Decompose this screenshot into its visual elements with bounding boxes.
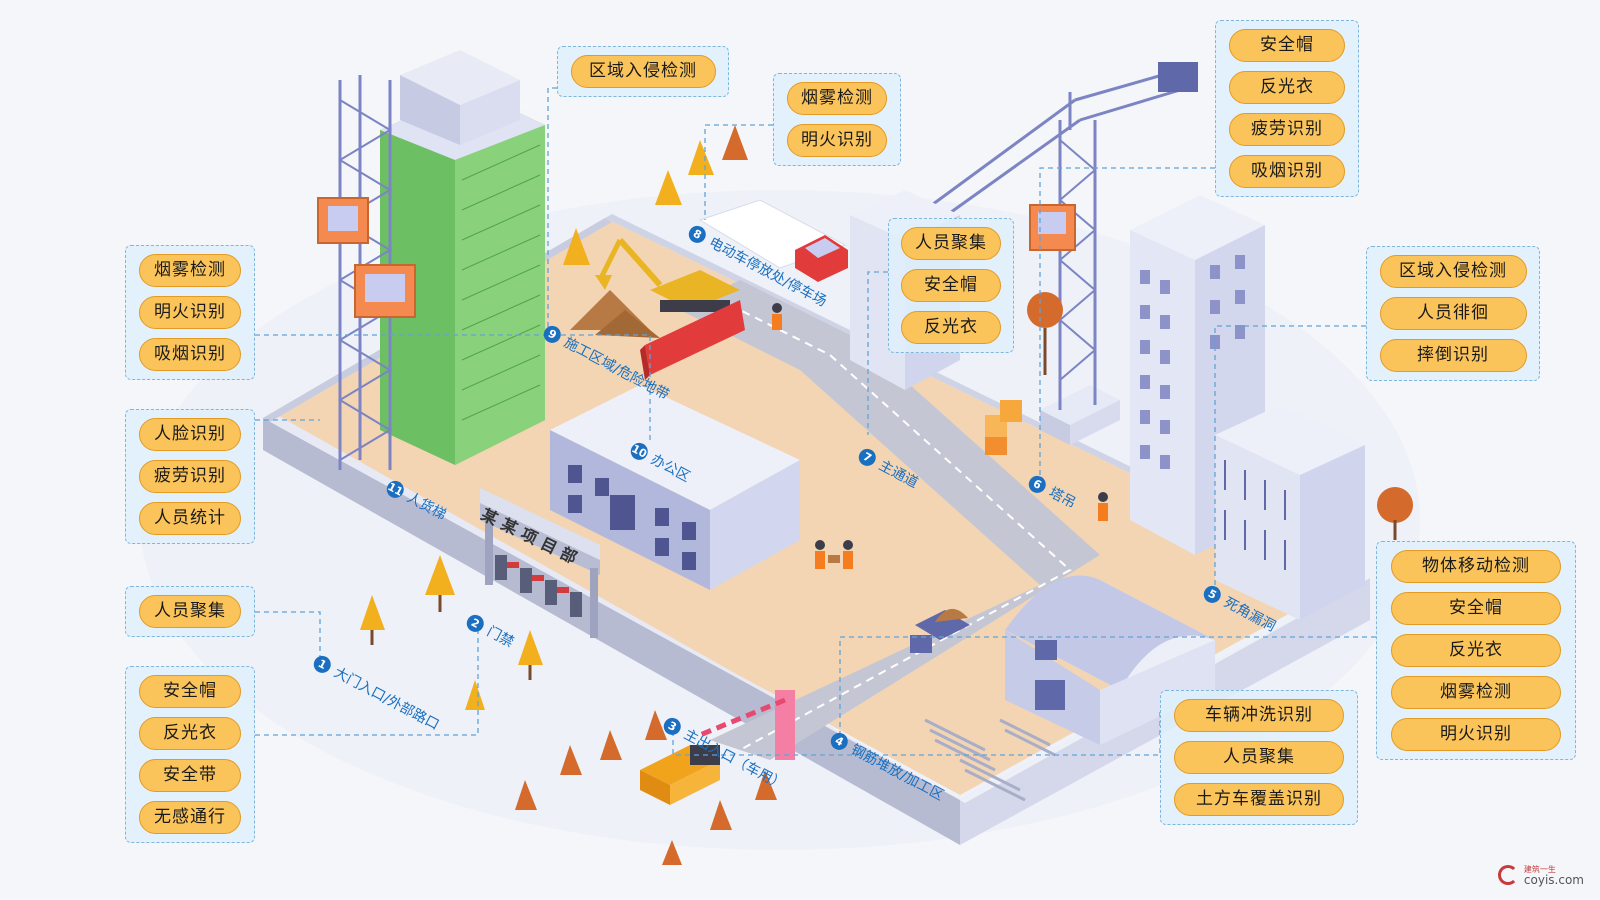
group-left-top: 烟雾检测 明火识别 吸烟识别 (125, 245, 255, 380)
tag-pill: 摔倒识别 (1379, 339, 1527, 372)
watermark-small: 建筑一生 (1523, 865, 1556, 874)
tag-pill: 疲劳识别 (139, 460, 241, 493)
group-bottom-vehicle: 车辆冲洗识别 人员聚集 土方车覆盖识别 (1160, 690, 1358, 825)
tag-pill: 明火识别 (1391, 718, 1561, 751)
coyis-logo-icon (1497, 865, 1518, 885)
tag-pill: 吸烟识别 (139, 338, 241, 371)
watermark: 建筑一生 coyis.com (1497, 864, 1584, 886)
trees (360, 125, 1413, 865)
hoist-cabins (317, 197, 416, 318)
tag-pill: 无感通行 (139, 801, 241, 834)
tag-pill: 物体移动检测 (1391, 550, 1561, 583)
tag-pill: 烟雾检测 (139, 254, 241, 287)
tag-pill: 人员聚集 (1174, 741, 1344, 774)
tag-pill: 人员聚集 (901, 227, 1001, 260)
tag-pill: 安全帽 (901, 269, 1001, 302)
tag-pill: 烟雾检测 (1391, 676, 1561, 709)
tag-pill: 安全帽 (1391, 592, 1561, 625)
tag-pill: 烟雾检测 (787, 82, 887, 115)
tag-pill: 安全帽 (1229, 29, 1345, 62)
tag-pill: 人员聚集 (139, 595, 241, 628)
tag-pill: 区域入侵检测 (570, 55, 716, 88)
group-right-bottom: 物体移动检测 安全帽 反光衣 烟雾检测 明火识别 (1376, 541, 1576, 760)
watermark-site: coyis.com (1523, 873, 1584, 887)
excavator (595, 238, 740, 312)
group-top-fire: 烟雾检测 明火识别 (773, 73, 901, 166)
group-left-gather: 人员聚集 (125, 586, 255, 637)
tag-pill: 反光衣 (1391, 634, 1561, 667)
tag-pill: 吸烟识别 (1229, 155, 1345, 188)
gate-barrier (699, 690, 795, 760)
tag-pill: 区域入侵检测 (1379, 255, 1527, 288)
green-building-windows (461, 144, 541, 421)
gate-structure (480, 488, 600, 638)
dirt-piles (570, 290, 660, 338)
group-right-mid: 区域入侵检测 人员徘徊 摔倒识别 (1366, 246, 1540, 381)
office-building (550, 385, 800, 590)
tag-pill: 安全带 (139, 759, 241, 792)
tag-pill: 反光衣 (139, 717, 241, 750)
delivery-truck (640, 745, 720, 805)
tag-pill: 明火识别 (787, 124, 887, 157)
tag-pill: 反光衣 (901, 311, 1001, 344)
tag-pill: 人员徘徊 (1379, 297, 1527, 330)
watermark-text: 建筑一生 coyis.com (1524, 864, 1584, 886)
group-top-intrusion: 区域入侵检测 (557, 46, 729, 97)
tag-pill: 人脸识别 (139, 418, 241, 451)
group-left-mid: 人脸识别 疲劳识别 人员统计 (125, 409, 255, 544)
cargo-boxes (985, 400, 1022, 455)
right-lowrise (1215, 405, 1365, 620)
red-barrier (640, 300, 745, 380)
tag-pill: 车辆冲洗识别 (1174, 699, 1344, 732)
tag-pill: 疲劳识别 (1229, 113, 1345, 146)
dump-truck (910, 608, 970, 653)
tag-pill: 安全帽 (139, 675, 241, 708)
warehouse (1005, 575, 1215, 745)
tag-pill: 反光衣 (1229, 71, 1345, 104)
group-mid-crowd: 人员聚集 安全帽 反光衣 (888, 218, 1014, 353)
green-building (380, 50, 545, 465)
hoist-scaffold (338, 75, 392, 470)
parked-car (795, 235, 848, 282)
workers (772, 303, 1108, 569)
group-top-right: 安全帽 反光衣 疲劳识别 吸烟识别 (1215, 20, 1359, 197)
tag-pill: 人员统计 (139, 502, 241, 535)
tag-pill: 土方车覆盖识别 (1174, 783, 1344, 816)
group-left-bottom: 安全帽 反光衣 安全带 无感通行 (125, 666, 255, 843)
tag-pill: 明火识别 (139, 296, 241, 329)
